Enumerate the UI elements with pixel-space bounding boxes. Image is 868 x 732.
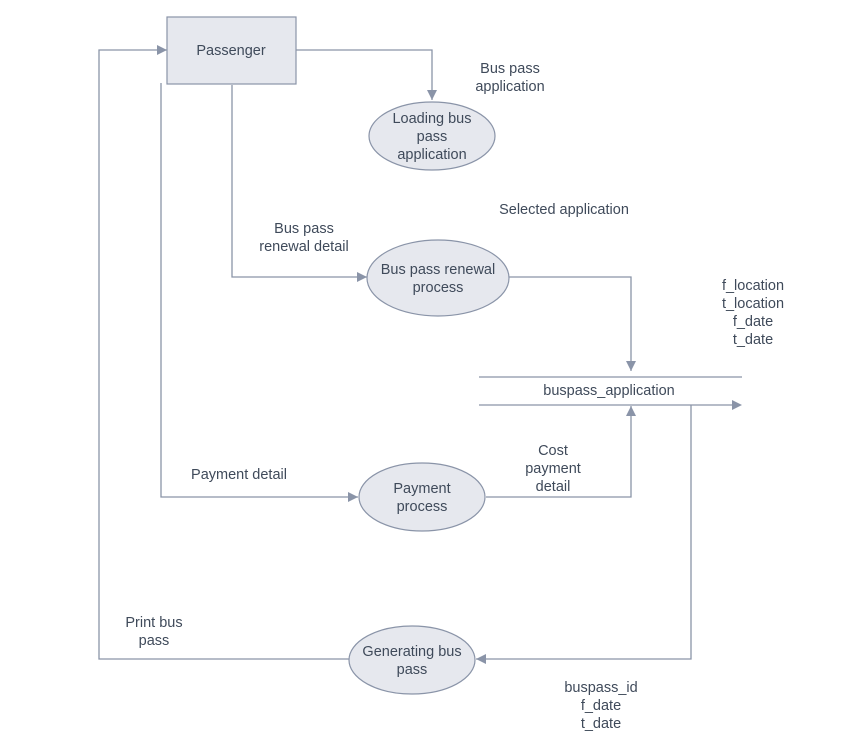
edge-payment-to-store (486, 406, 636, 498)
process-generating-bus-pass[interactable] (348, 625, 476, 695)
text-line: Generating bus (362, 644, 461, 660)
edge-passenger-to-loading (296, 49, 437, 100)
text-line: process (397, 499, 448, 515)
edge-passenger-to-renewal (231, 85, 367, 282)
text-line: t_date (733, 332, 773, 348)
text-line: f_date (581, 698, 621, 714)
edge-label-renewal-detail: Bus pass renewal detail (259, 221, 348, 255)
renewal-process-label: Bus pass renewal process (381, 262, 495, 296)
edge-renewal-to-store (509, 276, 636, 371)
edge-label-print-bus-pass: Print bus pass (125, 615, 182, 649)
text-line: renewal detail (259, 239, 348, 255)
text-line: pass (397, 662, 428, 678)
text-line: f_location (722, 278, 784, 294)
data-store-arrow (732, 400, 742, 410)
edge-label-bus-pass-application: Bus pass application (475, 61, 544, 95)
text-line: Passenger (196, 43, 265, 59)
text-line: pass (139, 633, 170, 649)
text-line: buspass_id (564, 680, 637, 696)
text-line: Bus pass (274, 221, 334, 237)
text-line: application (475, 79, 544, 95)
edge-label-selected-application: Selected application (499, 202, 629, 218)
text-line: t_date (581, 716, 621, 732)
text-line: Selected application (499, 202, 629, 218)
text-line: Bus pass (480, 61, 540, 77)
text-line: Print bus (125, 615, 182, 631)
text-line: buspass_application (543, 383, 674, 399)
text-line: Payment detail (191, 467, 287, 483)
text-line: Bus pass renewal (381, 262, 495, 278)
entity-passenger[interactable] (166, 16, 297, 85)
text-line: payment (525, 461, 581, 477)
edge-label-payment-detail: Payment detail (191, 467, 287, 483)
text-line: application (397, 147, 466, 163)
edge-label-output-fields: buspass_id f_date t_date (564, 680, 637, 732)
data-store-buspass-application[interactable] (479, 376, 742, 410)
text-line: detail (536, 479, 571, 495)
text-line: Loading bus (392, 111, 471, 127)
process-loading-bus-pass-application[interactable] (368, 101, 496, 171)
text-line: Cost (538, 443, 568, 459)
generating-process-label: Generating bus pass (362, 644, 461, 678)
edge-store-to-generating (476, 405, 692, 664)
loading-process-label: Loading bus pass application (392, 111, 471, 163)
text-line: process (413, 280, 464, 296)
passenger-label: Passenger (196, 43, 265, 59)
text-line: pass (417, 129, 448, 145)
text-line: Payment (393, 481, 450, 497)
text-line: t_location (722, 296, 784, 312)
edge-label-cost-payment-detail: Cost payment detail (525, 443, 581, 495)
data-store-label: buspass_application (543, 383, 674, 399)
process-payment[interactable] (358, 462, 486, 532)
edge-generating-to-passenger (98, 45, 349, 660)
payment-process-label: Payment process (393, 481, 450, 515)
process-bus-pass-renewal[interactable] (366, 239, 510, 317)
text-line: f_date (733, 314, 773, 330)
edge-passenger-to-payment (160, 83, 358, 502)
edge-label-store-fields: f_location t_location f_date t_date (722, 278, 784, 348)
